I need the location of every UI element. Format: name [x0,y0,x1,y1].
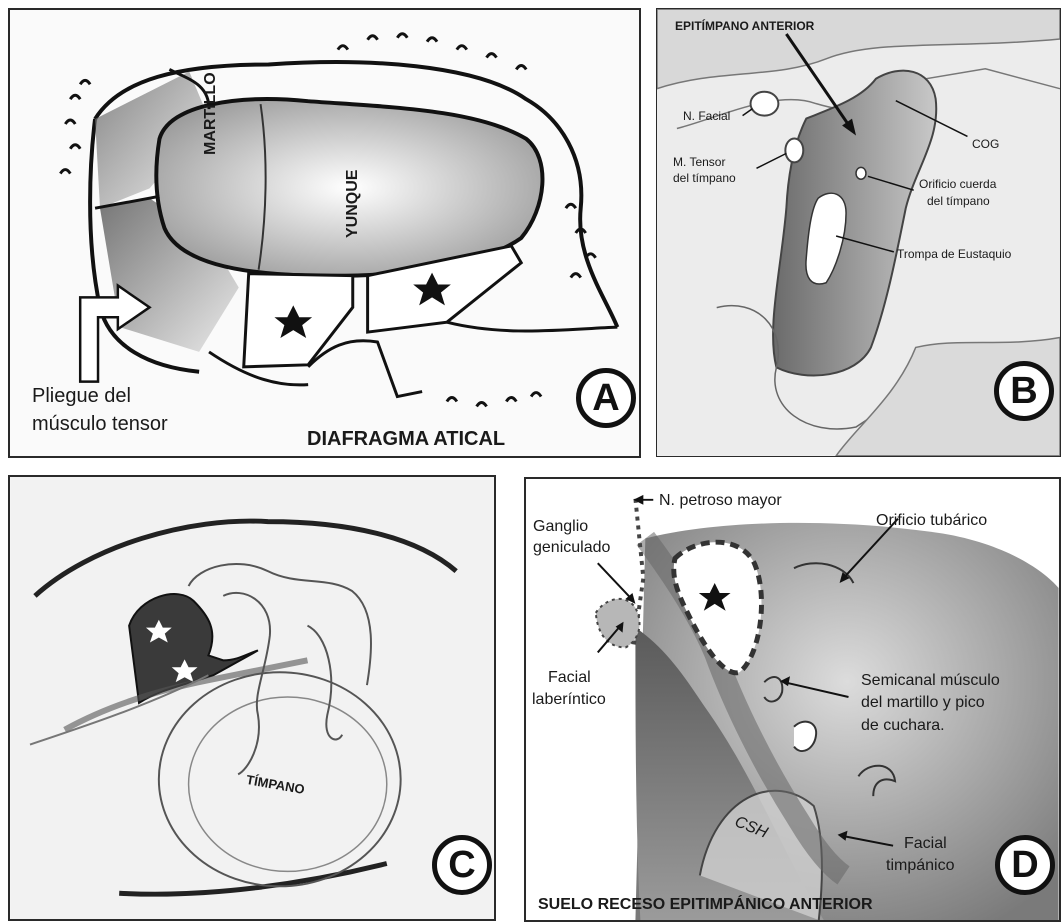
panel-b-badge: B [994,361,1054,421]
ganglio-label-line2: geniculado [533,539,610,557]
panel-c-badge: C [432,835,492,895]
facial-timpanico-label-line2: timpánico [886,857,954,875]
orificio-cuerda-label-line1: Orificio cuerda [919,177,996,191]
semicanal-label-line3: de cuchara. [861,717,945,735]
panel-d-title: SUELO RECESO EPITIMPÁNICO ANTERIOR [538,896,873,914]
m-tensor-label-line1: M. Tensor [673,155,725,169]
trompa-label: Trompa de Eustaquio [897,247,1011,261]
orificio-tubarico-label: Orificio tubárico [876,512,987,530]
panel-d-anterior-epitympanic-recess-floor: N. petroso mayor Ganglio geniculado Orif… [524,477,1061,922]
facial-laberintico-label-line1: Facial [548,669,591,687]
panel-d-badge: D [995,835,1055,895]
martillo-label: MARTILLO [202,72,220,155]
panel-b-anterior-epitympanum: EPITÍMPANO ANTERIOR N. Facial M. Tensor … [656,8,1061,457]
tympanic-view-drawing [10,477,494,919]
cog-label: COG [972,137,999,151]
panel-a-title: DIAFRAGMA ATICAL [307,428,505,451]
semicanal-label-line2: del martillo y pico [861,694,985,712]
facial-laberintico-label-line2: laberíntico [532,691,606,709]
panel-a-badge: A [576,368,636,428]
panel-b-title: EPITÍMPANO ANTERIOR [675,19,814,33]
n-facial-label: N. Facial [683,109,730,123]
facial-timpanico-label-line1: Facial [904,835,947,853]
m-tensor-label-line2: del tímpano [673,171,736,185]
ganglio-label-line1: Ganglio [533,518,588,536]
yunque-label: YUNQUE [344,170,362,238]
panel-a-attic-diaphragm: MARTILLO YUNQUE Pliegue del músculo tens… [8,8,641,458]
orificio-cuerda-label-line2: del tímpano [927,194,990,208]
fold-label-line2: músculo tensor [32,413,168,436]
panel-c-tympanic-view: TÍMPANO C [8,475,496,921]
semicanal-label-line1: Semicanal músculo [861,672,1000,690]
fold-label-line1: Pliegue del [32,385,131,408]
petroso-label: N. petroso mayor [659,492,782,510]
